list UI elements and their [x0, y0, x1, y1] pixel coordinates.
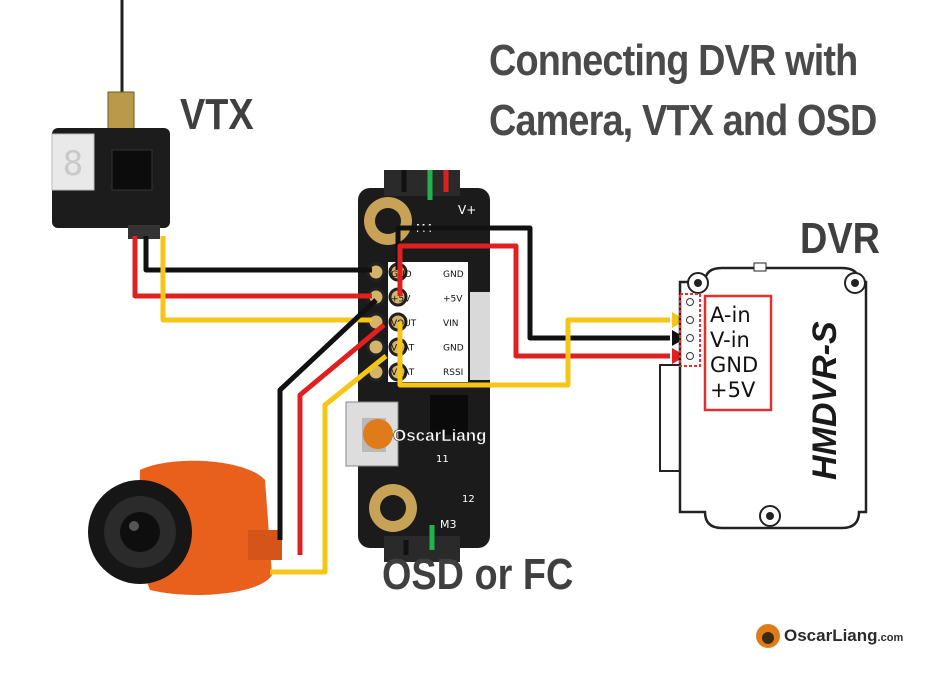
wire-vtx-gnd	[143, 236, 372, 273]
vtx-display	[51, 133, 95, 191]
wire-cam-gnd	[277, 298, 378, 540]
fc-pad-label-left: +5V	[391, 295, 411, 305]
wires	[132, 225, 670, 575]
dvr-body	[678, 266, 868, 530]
fc-motor-bottom-label: M3	[440, 518, 457, 531]
wire-vtx-5v	[132, 236, 372, 299]
dvr-pin-label: GND	[710, 353, 758, 377]
vtx-label: VTX	[180, 90, 254, 139]
watermark-domain: .com	[877, 632, 904, 644]
title-line-1: Connecting DVR with	[489, 36, 858, 85]
fc-pad-label-right: VIN	[443, 319, 459, 329]
dvr-pin-header	[679, 293, 701, 367]
dvr-pin-label: +5V	[710, 378, 756, 402]
camera	[88, 460, 282, 595]
watermark-name: OscarLiang	[784, 626, 878, 645]
watermark-logo	[756, 624, 780, 648]
fc-board-logo	[363, 419, 393, 449]
dvr-brand: HMDVR-S	[806, 321, 844, 480]
wire-cam-video	[270, 354, 388, 575]
vtx-display-digit: 8	[63, 144, 83, 184]
wire-dvr-gnd	[395, 225, 670, 341]
fc-bottom-connector	[384, 536, 460, 562]
dvr-side-tab	[659, 364, 681, 472]
fc-pad-label-right: GND	[443, 344, 464, 354]
camera-lens	[120, 512, 160, 552]
fc-pad-label-right: RSSI	[443, 368, 463, 378]
fc-top-connector	[384, 170, 460, 196]
fc-pad-label-left: VOUT	[391, 319, 417, 329]
dvr-label: DVR	[800, 214, 880, 263]
fc-pad-11-label: 11	[436, 454, 449, 465]
fc-power-leads	[401, 170, 449, 555]
wire-dvr-video	[397, 317, 670, 388]
osd-label: OSD or FC	[382, 550, 574, 599]
wire-cam-5v	[297, 323, 386, 555]
fc-vplus-label: V+	[458, 203, 476, 217]
wire-vtx-video	[160, 236, 372, 323]
dvr-pin-label-box	[703, 294, 773, 412]
dvr-pin-label: A-in	[710, 303, 751, 327]
fc-pad-label-right: GND	[443, 270, 464, 280]
vtx-module: 8	[51, 0, 170, 239]
vtx-chip	[111, 149, 153, 191]
title-line-2: Camera, VTX and OSD	[489, 96, 877, 145]
vtx-pins	[128, 225, 160, 239]
dvr-pin-label: V-in	[710, 328, 750, 352]
fc-pad-label-right: +5V	[443, 295, 463, 305]
fc-pad-12-label: 12	[462, 494, 475, 505]
watermark-text: OscarLiang.com	[784, 626, 903, 646]
fc-pad-label-left: VBAT	[391, 344, 415, 354]
fc-board-watermark: OscarLiang	[393, 426, 487, 445]
vtx-antenna-connector	[107, 91, 135, 133]
fc-pad-label-left: VBAT	[391, 368, 415, 378]
